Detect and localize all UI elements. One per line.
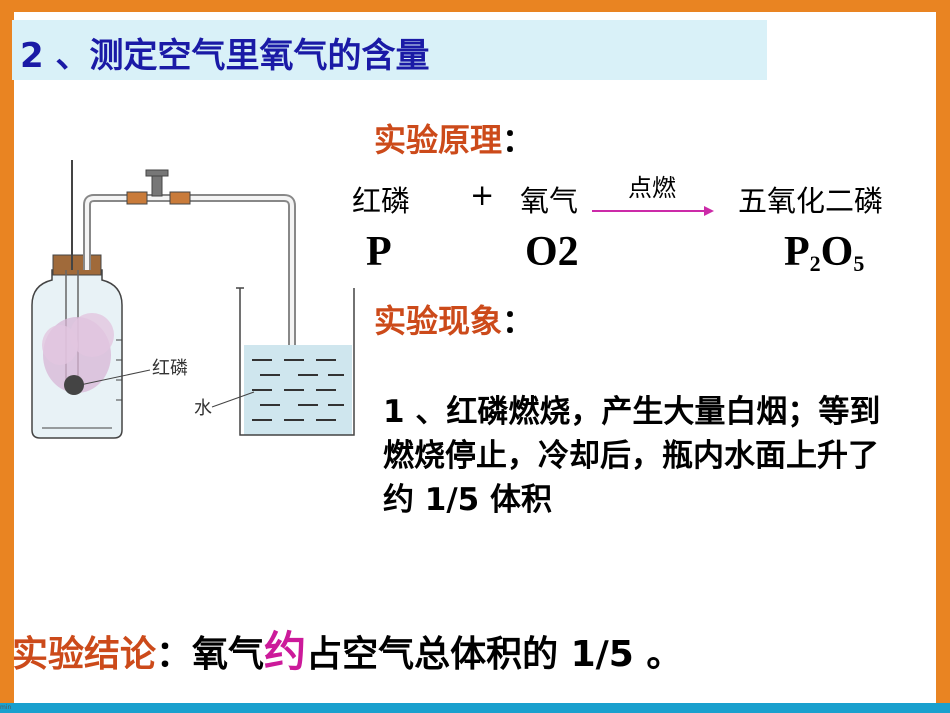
principle-heading: 实验原理： xyxy=(374,115,534,161)
principle-heading-text: 实验原理 xyxy=(374,121,503,159)
conclusion-label: 实验结论 xyxy=(12,634,157,675)
reactant-oxygen: 氧气 xyxy=(520,184,579,218)
connecting-tube xyxy=(83,169,296,420)
frame-right xyxy=(936,0,950,713)
experiment-apparatus-diagram: 红磷 水 xyxy=(31,160,355,439)
title-bar: 2 、测定空气里氧气的含量 xyxy=(12,20,767,80)
footer-mark: min xyxy=(0,704,12,711)
formula-oxygen: O2 xyxy=(525,229,579,275)
frame-left xyxy=(0,0,14,713)
principle-heading-colon: ： xyxy=(502,121,535,159)
phenomenon-heading: 实验现象： xyxy=(374,296,534,342)
bottle xyxy=(31,160,123,439)
label-water: 水 xyxy=(194,398,212,419)
conclusion: 实验结论：氧气约占空气总体积的 1/5 。 xyxy=(12,618,682,679)
reactant-red-phosphorus: 红磷 xyxy=(352,184,411,218)
beaker xyxy=(236,287,355,436)
formula-product-p: P xyxy=(784,229,810,275)
product-phosphorus-pentoxide: 五氧化二磷 xyxy=(738,184,884,218)
label-red-phosphorus: 红磷 xyxy=(152,358,188,379)
frame-top xyxy=(0,0,950,12)
conclusion-emphasis: 约 xyxy=(264,627,307,676)
slide-title: 2 、测定空气里氧气的含量 xyxy=(20,36,430,76)
formula-product-o: O xyxy=(820,229,854,275)
conclusion-part2: 占空气总体积的 1/5 。 xyxy=(306,634,683,675)
formula-phosphorus: P xyxy=(366,229,392,275)
phenomenon-heading-colon: ： xyxy=(502,302,535,340)
reaction-condition: 点燃 xyxy=(628,174,676,202)
frame-bottom xyxy=(0,703,950,713)
conclusion-part1: 氧气 xyxy=(192,634,265,675)
reaction-arrow xyxy=(592,206,714,216)
formula-product: P2O5 xyxy=(784,228,864,277)
phenomenon-description: 1 、红磷燃烧，产生大量白烟；等到燃烧停止，冷却后，瓶内水面上升了约 1/5 体… xyxy=(383,394,881,518)
phenomenon-heading-text: 实验现象 xyxy=(374,302,503,340)
conclusion-colon: ： xyxy=(156,634,193,675)
formula-product-o-sub: 5 xyxy=(853,251,865,276)
plus-sign: + xyxy=(470,178,495,212)
formula-product-p-sub: 2 xyxy=(809,251,821,276)
